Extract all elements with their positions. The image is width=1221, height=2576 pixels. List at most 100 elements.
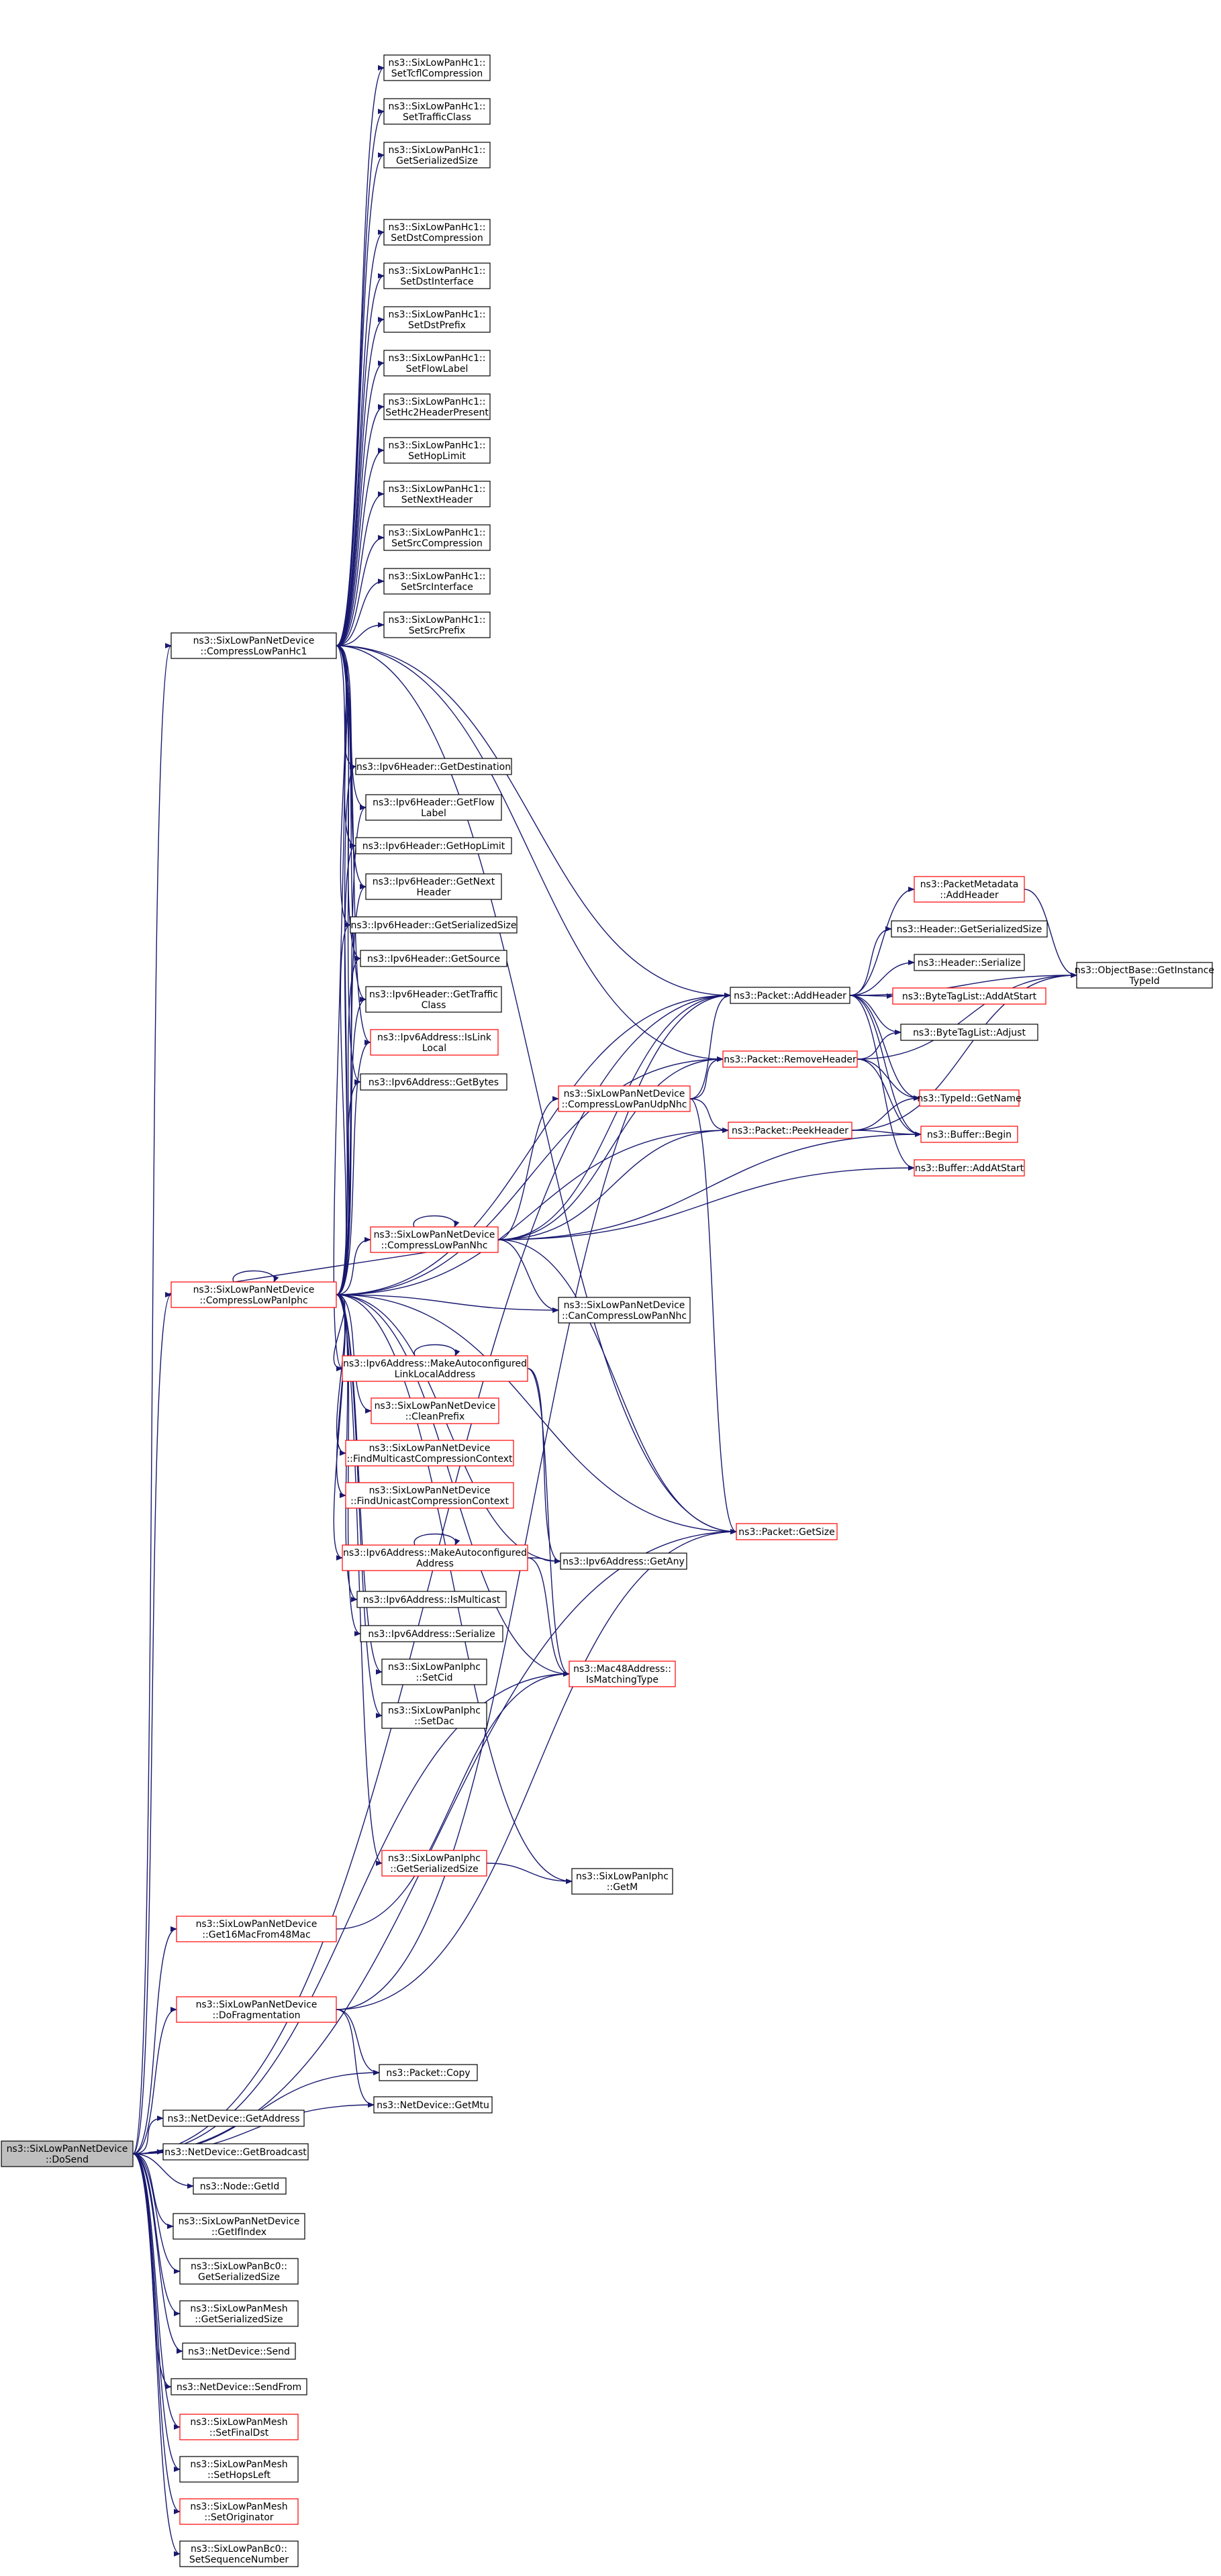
- node-addheader[interactable]: ns3::Packet::AddHeader: [730, 987, 850, 1004]
- node-setoriginator[interactable]: ns3::SixLowPanMesh::SetOriginator: [179, 2498, 299, 2525]
- node-nodegetid[interactable]: ns3::Node::GetId: [193, 2177, 287, 2195]
- node-setseq[interactable]: ns3::SixLowPanBc0::SetSequenceNumber: [179, 2540, 299, 2567]
- node-getm[interactable]: ns3::SixLowPanIphc::GetM: [571, 1868, 673, 1895]
- node-box: [558, 1297, 691, 1324]
- node-box: [900, 1024, 1038, 1041]
- node-mkaddr[interactable]: ns3::Ipv6Address::MakeAutoconfiguredAddr…: [342, 1544, 528, 1571]
- node-mkll[interactable]: ns3::Ipv6Address::MakeAutoconfiguredLink…: [342, 1355, 528, 1382]
- node-sethc2[interactable]: ns3::SixLowPanHc1::SetHc2HeaderPresent: [383, 393, 491, 420]
- node-findmc[interactable]: ns3::SixLowPanNetDevice::FindMulticastCo…: [345, 1440, 514, 1467]
- call-edge: [132, 2153, 181, 2557]
- node-setfinaldst[interactable]: ns3::SixLowPanMesh::SetFinalDst: [179, 2414, 299, 2440]
- node-removeheader[interactable]: ns3::Packet::RemoveHeader: [722, 1050, 858, 1068]
- node-setdstcomp[interactable]: ns3::SixLowPanHc1::SetDstCompression: [383, 219, 491, 246]
- node-copy[interactable]: ns3::Packet::Copy: [379, 2064, 478, 2081]
- node-getmtu[interactable]: ns3::NetDevice::GetMtu: [373, 2096, 493, 2114]
- node-setnexthdr[interactable]: ns3::SixLowPanHc1::SetNextHeader: [383, 481, 491, 507]
- node-peekheader[interactable]: ns3::Packet::PeekHeader: [728, 1122, 852, 1139]
- node-hdrsize[interactable]: ns3::Header::GetSerializedSize: [891, 920, 1048, 938]
- node-setflow[interactable]: ns3::SixLowPanHc1::SetFlowLabel: [383, 350, 491, 377]
- node-label: ns3::SixLowPanNetDevice: [7, 2144, 128, 2154]
- node-label: SetHopLimit: [408, 451, 466, 462]
- node-getbcast[interactable]: ns3::NetDevice::GetBroadcast: [162, 2143, 309, 2161]
- node-setsrcpfx[interactable]: ns3::SixLowPanHc1::SetSrcPrefix: [383, 611, 491, 638]
- call-edge: [132, 1529, 737, 2154]
- call-edge: [336, 645, 724, 1062]
- node-getaddr[interactable]: ns3::NetDevice::GetAddress: [162, 2110, 305, 2127]
- node-box: [919, 1089, 1020, 1107]
- call-edge: [336, 448, 385, 646]
- node-bufaddatstart[interactable]: ns3::Buffer::AddAtStart: [914, 1159, 1025, 1177]
- node-getifindex[interactable]: ns3::SixLowPanNetDevice::GetIfIndex: [173, 2213, 305, 2240]
- node-typeidname[interactable]: ns3::TypeId::GetName: [917, 1089, 1022, 1107]
- node-getdest[interactable]: ns3::Ipv6Header::GetDestination: [355, 758, 512, 775]
- node-label: SetDstInterface: [400, 277, 473, 287]
- node-pmaddheader[interactable]: ns3::PacketMetadata::AddHeader: [914, 876, 1025, 903]
- call-edge: [132, 1926, 177, 2154]
- node-hdrser[interactable]: ns3::Header::Serialize: [914, 954, 1025, 971]
- node-label: ns3::SixLowPanHc1::: [389, 309, 486, 320]
- node-btladjust[interactable]: ns3::ByteTagList::Adjust: [900, 1024, 1038, 1041]
- node-ipv6ser[interactable]: ns3::Ipv6Address::Serialize: [360, 1625, 503, 1642]
- node-get16[interactable]: ns3::SixLowPanNetDevice::Get16MacFrom48M…: [176, 1916, 337, 1942]
- node-label: ::CompressLowPanUdpNhc: [562, 1099, 687, 1110]
- node-sethopsleft[interactable]: ns3::SixLowPanMesh::SetHopsLeft: [179, 2456, 299, 2483]
- node-getany[interactable]: ns3::Ipv6Address::GetAny: [560, 1552, 687, 1570]
- node-dofrag[interactable]: ns3::SixLowPanNetDevice::DoFragmentation: [176, 1996, 337, 2023]
- node-sethoplimit[interactable]: ns3::SixLowPanHc1::SetHopLimit: [383, 437, 491, 464]
- node-ipv6size[interactable]: ns3::Ipv6Header::GetSerializedSize: [350, 916, 518, 934]
- call-edge: [336, 230, 385, 646]
- node-iphc[interactable]: ns3::SixLowPanNetDevice::CompressLowPanI…: [170, 1281, 337, 1308]
- node-setcid[interactable]: ns3::SixLowPanIphc::SetCid: [381, 1658, 487, 1685]
- node-ndsendfrom[interactable]: ns3::NetDevice::SendFrom: [170, 2378, 307, 2395]
- node-btladdatstart[interactable]: ns3::ByteTagList::AddAtStart: [892, 987, 1046, 1005]
- node-settc[interactable]: ns3::SixLowPanHc1::SetTrafficClass: [383, 98, 491, 125]
- node-getsource[interactable]: ns3::Ipv6Header::GetSource: [360, 950, 507, 967]
- node-label: ns3::Ipv6Header::GetDestination: [356, 762, 511, 773]
- node-hc1size[interactable]: ns3::SixLowPanHc1::GetSerializedSize: [383, 142, 491, 168]
- node-ismatching[interactable]: ns3::Mac48Address::IsMatchingType: [569, 1661, 676, 1687]
- node-settcfl[interactable]: ns3::SixLowPanHc1::SetTcflCompression: [383, 54, 491, 81]
- call-edge: [336, 1294, 737, 1534]
- call-edge: [857, 1030, 901, 1060]
- node-label: IsMatchingType: [586, 1675, 658, 1685]
- call-edge: [336, 1056, 724, 1295]
- node-cancompress[interactable]: ns3::SixLowPanNetDevice::CanCompressLowP…: [558, 1297, 691, 1324]
- node-getsize[interactable]: ns3::Packet::GetSize: [736, 1523, 838, 1540]
- node-box: [920, 1126, 1018, 1143]
- node-iphcsize[interactable]: ns3::SixLowPanIphc::GetSerializedSize: [381, 1850, 487, 1877]
- node-setdstif[interactable]: ns3::SixLowPanHc1::SetDstInterface: [383, 262, 491, 289]
- node-box: [383, 98, 491, 125]
- call-edge: [336, 645, 367, 810]
- node-bc0size[interactable]: ns3::SixLowPanBc0::GetSerializedSize: [179, 2258, 299, 2285]
- node-ndsend[interactable]: ns3::NetDevice::Send: [182, 2342, 296, 2360]
- node-setdac[interactable]: ns3::SixLowPanIphc::SetDac: [381, 1702, 487, 1729]
- node-box: [914, 954, 1025, 971]
- node-label: ns3::SixLowPanMesh: [190, 2501, 287, 2512]
- node-nhc[interactable]: ns3::SixLowPanNetDevice::CompressLowPanN…: [370, 1226, 499, 1253]
- node-gethoplimit[interactable]: ns3::Ipv6Header::GetHopLimit: [355, 837, 512, 854]
- node-label: ns3::SixLowPanIphc: [388, 1853, 481, 1864]
- call-edge: [336, 65, 385, 646]
- node-cleanprefix[interactable]: ns3::SixLowPanNetDevice::CleanPrefix: [371, 1397, 499, 1424]
- node-setdstpfx[interactable]: ns3::SixLowPanHc1::SetDstPrefix: [383, 306, 491, 333]
- node-box: [371, 1397, 499, 1424]
- node-label: SetSequenceNumber: [189, 2555, 289, 2565]
- node-udpnhc[interactable]: ns3::SixLowPanNetDevice::CompressLowPanU…: [558, 1085, 691, 1112]
- call-edge: [849, 995, 901, 1035]
- node-dosend[interactable]: ns3::SixLowPanNetDevice::DoSend: [1, 2140, 134, 2167]
- node-meshsize[interactable]: ns3::SixLowPanMesh::GetSerializedSize: [179, 2300, 299, 2327]
- node-hc1[interactable]: ns3::SixLowPanNetDevice::CompressLowPanH…: [170, 632, 337, 659]
- node-bufbegin[interactable]: ns3::Buffer::Begin: [920, 1126, 1018, 1143]
- node-ismc[interactable]: ns3::Ipv6Address::IsMulticast: [356, 1591, 507, 1608]
- node-setsrcif[interactable]: ns3::SixLowPanHc1::SetSrcInterface: [383, 568, 491, 595]
- node-finduc[interactable]: ns3::SixLowPanNetDevice::FindUnicastComp…: [345, 1482, 514, 1509]
- node-getbytes[interactable]: ns3::Ipv6Address::GetBytes: [360, 1073, 507, 1091]
- node-setsrccomp[interactable]: ns3::SixLowPanHc1::SetSrcCompression: [383, 524, 491, 551]
